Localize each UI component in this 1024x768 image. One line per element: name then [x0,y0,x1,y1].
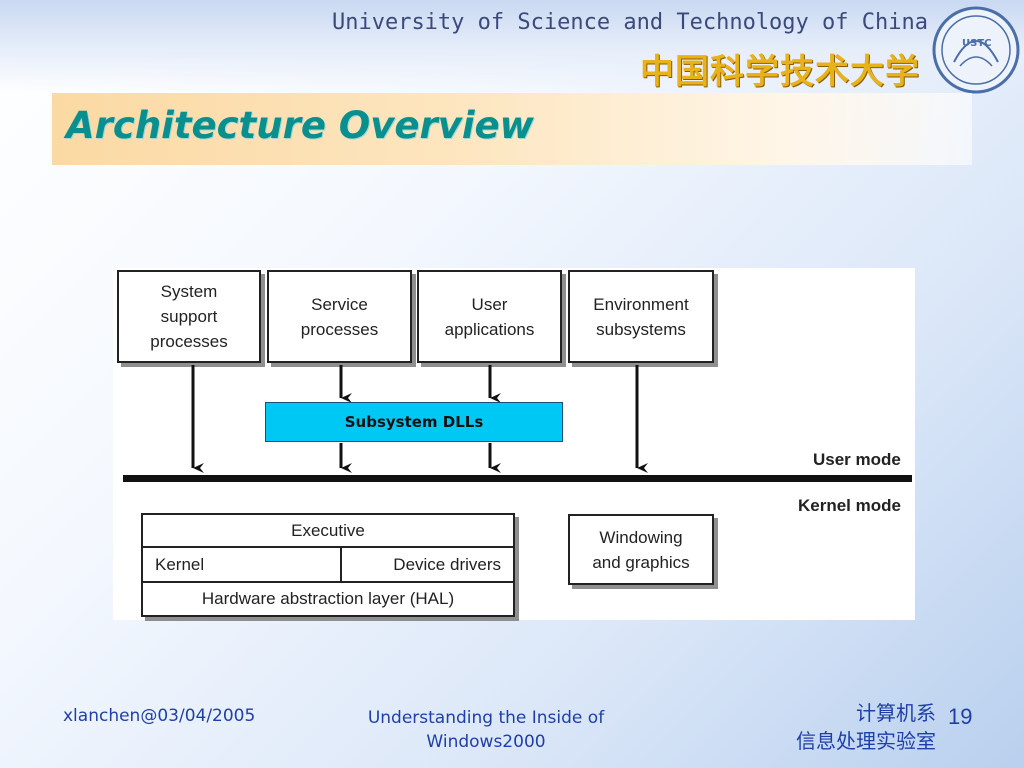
box-text-line: subsystems [596,319,686,339]
footer-course-title: Understanding the Inside of Windows2000 [340,706,632,754]
footer-department: 计算机系 信息处理实验室 [796,699,936,755]
logo-text: USTC [962,38,991,49]
university-name-cn: 中国科学技术大学 [640,52,920,92]
title-band [52,93,972,165]
ustc-seal-icon: USTC [932,6,1020,94]
box-text-line: applications [444,319,535,339]
footer-dept-line: 计算机系 [856,701,936,725]
executive-layer: Executive [143,515,513,548]
kernel-stack: Executive Kernel Device drivers Hardware… [141,513,515,617]
kernel-mode-label: Kernel mode [798,496,901,515]
box-text-line: System [160,282,218,301]
page-number: 19 [948,704,973,729]
box-service-processes: Service processes [267,270,412,363]
box-text-line: support [160,307,218,326]
box-environment-subsystems: Environment subsystems [568,270,714,363]
box-text-line: Environment [593,294,689,314]
subsystem-dlls-box: Subsystem DLLs [265,402,563,442]
box-text-line: and graphics [592,552,690,572]
box-text-line: Service [311,294,368,314]
kernel-layer: Kernel [143,548,342,583]
box-text-line: Windowing [599,527,683,547]
footer-course-line: Understanding the Inside of [367,708,605,728]
header-band [0,0,1024,92]
box-user-applications: User applications [417,270,562,363]
device-drivers-layer: Device drivers [342,548,513,583]
hal-layer: Hardware abstraction layer (HAL) [201,589,455,608]
box-text-line: processes [150,332,228,351]
footer-dept-line: 信息处理实验室 [796,729,936,753]
footer-course-line: Windows2000 [426,732,546,752]
mode-divider-line [123,475,912,482]
box-system-support-processes: System support processes [117,270,261,363]
university-name-en: University of Science and Technology of … [331,10,928,35]
slide-title: Architecture Overview [66,104,534,147]
box-windowing-and-graphics: Windowing and graphics [568,514,714,585]
box-text-line: processes [300,319,379,339]
footer-author-date: xlanchen@03/04/2005 [63,706,256,726]
box-text-line: User [471,294,508,314]
user-mode-label: User mode [813,450,901,469]
